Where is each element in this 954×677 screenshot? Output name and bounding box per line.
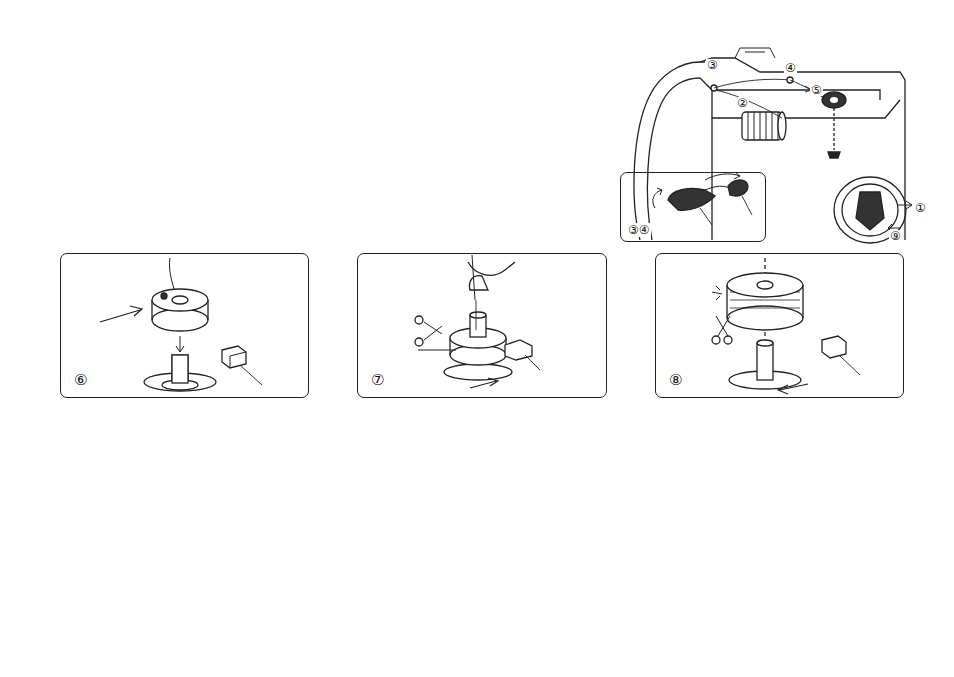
callout-number: ② (736, 97, 749, 109)
step-number: ⑥ (73, 372, 88, 389)
bobbin-placing-figure (100, 258, 262, 391)
step-number: ③④ (627, 223, 651, 237)
winding-start-figure (415, 255, 540, 388)
step-number: ⑧ (668, 372, 683, 389)
step-panel: ⑥ (60, 253, 309, 398)
callout-number: ⑨ (889, 230, 902, 242)
tension-disc-detail (653, 172, 752, 225)
machine-top-view (634, 48, 912, 243)
step-panel: ⑧ (655, 253, 904, 398)
detail-inset: ③④ (620, 172, 766, 242)
callout-number: ③ (706, 59, 719, 71)
bobbin-removal-figure (712, 258, 860, 394)
step-number: ⑦ (370, 372, 385, 389)
step-panel: ⑦ (357, 253, 607, 398)
callout-number: ⑤ (810, 84, 823, 96)
callout-number: ① (914, 202, 927, 214)
callout-number: ④ (784, 62, 797, 74)
